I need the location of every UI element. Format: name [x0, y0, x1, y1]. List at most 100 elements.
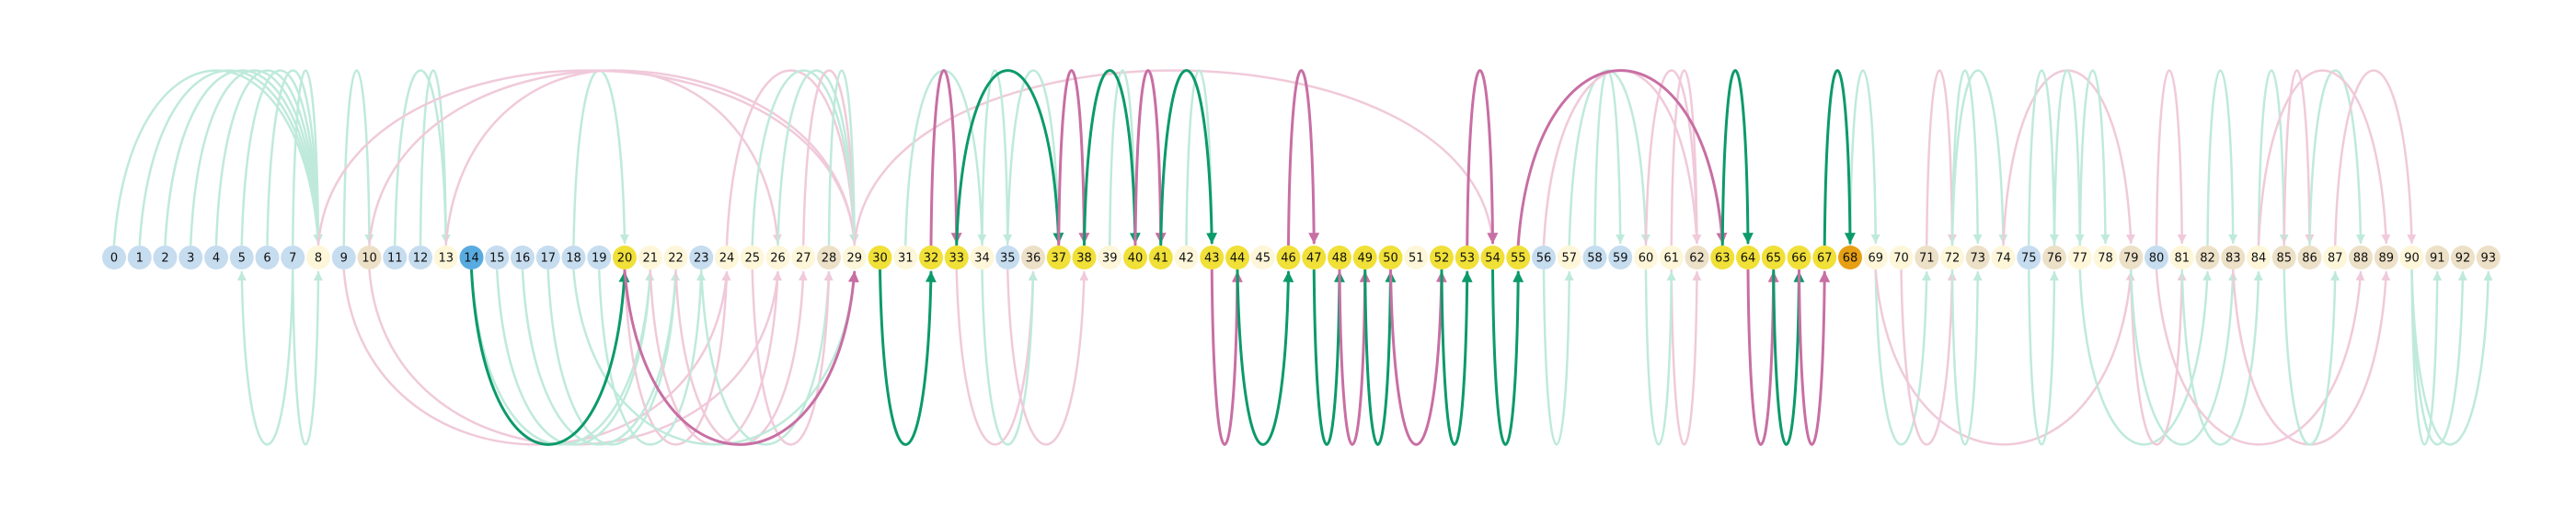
- node-circle: [2119, 246, 2144, 269]
- node-label: 43: [1204, 252, 1220, 266]
- node-circle: [1863, 246, 1888, 269]
- node-label: 19: [592, 252, 607, 266]
- node-label: 66: [1791, 252, 1807, 266]
- node-49: 49: [1352, 246, 1377, 269]
- node-label: 73: [1970, 252, 1985, 266]
- node-59: 59: [1608, 246, 1633, 269]
- node-circle: [1889, 246, 1914, 269]
- node-23: 23: [689, 246, 714, 269]
- node-label: 5: [238, 252, 246, 266]
- edge-79-to-83: [2130, 269, 2237, 446]
- node-circle: [2451, 246, 2475, 269]
- node-label: 38: [1076, 252, 1092, 266]
- node-circle: [1404, 246, 1429, 269]
- node-70: 70: [1889, 246, 1914, 269]
- node-circle: [1430, 246, 1454, 269]
- node-label: 63: [1715, 252, 1731, 266]
- node-circle: [1480, 246, 1505, 269]
- node-circle: [2349, 246, 2373, 269]
- edge-22-to-27: [674, 269, 808, 446]
- node-40: 40: [1123, 246, 1147, 269]
- edge-61-to-62: [1670, 269, 1702, 446]
- node-73: 73: [1965, 246, 1990, 269]
- node-20: 20: [613, 246, 637, 269]
- edge-7-to-8: [292, 69, 323, 246]
- node-77: 77: [2067, 246, 2092, 269]
- node-circle: [2017, 246, 2041, 269]
- edge-12-to-13: [419, 69, 451, 246]
- node-52: 52: [1430, 246, 1454, 269]
- edge-69-to-71: [1874, 269, 1932, 446]
- node-circle: [535, 246, 560, 269]
- edge-18-to-20: [572, 69, 629, 246]
- node-label: 90: [2404, 252, 2420, 266]
- node-circle: [153, 246, 178, 269]
- edge-1-to-8: [138, 69, 323, 246]
- node-label: 47: [1306, 252, 1322, 266]
- node-56: 56: [1532, 246, 1556, 269]
- node-circle: [1225, 246, 1249, 269]
- node-label: 85: [2276, 252, 2292, 266]
- node-label: 69: [1868, 252, 1883, 266]
- node-label: 27: [796, 252, 811, 266]
- node-circle: [2297, 246, 2322, 269]
- node-circle: [1021, 246, 1045, 269]
- edge-90-to-91: [2410, 269, 2443, 446]
- node-28: 28: [817, 246, 841, 269]
- node-55: 55: [1506, 246, 1531, 269]
- node-label: 45: [1255, 252, 1271, 266]
- node-43: 43: [1200, 246, 1225, 269]
- node-circle: [1378, 246, 1403, 269]
- node-label: 40: [1128, 252, 1144, 266]
- node-72: 72: [1940, 246, 1964, 269]
- edge-81-to-84: [2180, 269, 2263, 446]
- node-label: 1: [136, 252, 144, 266]
- edge-83-to-89: [2232, 269, 2391, 446]
- edge-87-to-90: [2334, 69, 2417, 246]
- node-label: 16: [515, 252, 531, 266]
- node-51: 51: [1404, 246, 1429, 269]
- node-circle: [1250, 246, 1275, 269]
- node-15: 15: [485, 246, 510, 269]
- path-edge-44-to-46: [1236, 269, 1294, 446]
- node-label: 61: [1663, 252, 1679, 266]
- node-24: 24: [715, 246, 739, 269]
- node-circle: [893, 246, 918, 269]
- node-label: 6: [263, 252, 270, 266]
- node-50: 50: [1378, 246, 1403, 269]
- node-circle: [791, 246, 816, 269]
- node-circle: [1582, 246, 1607, 269]
- edge-90-to-93: [2410, 269, 2493, 446]
- node-9: 9: [331, 246, 356, 269]
- node-label: 49: [1357, 252, 1373, 266]
- node-circle: [459, 246, 484, 269]
- node-circle: [408, 246, 432, 269]
- node-5: 5: [229, 246, 254, 269]
- node-circle: [1736, 246, 1760, 269]
- node-1: 1: [127, 246, 152, 269]
- node-circle: [1532, 246, 1556, 269]
- node-25: 25: [740, 246, 765, 269]
- node-68: 68: [1838, 246, 1862, 269]
- path-edge-14-to-20: [470, 269, 630, 446]
- node-circle: [178, 246, 203, 269]
- edge-5-to-8: [240, 69, 323, 246]
- node-4: 4: [204, 246, 228, 269]
- edge-69-to-79: [1874, 269, 2135, 446]
- node-label: 11: [387, 252, 403, 266]
- edge-72-to-74: [1950, 69, 2008, 246]
- node-circle: [383, 246, 408, 269]
- node-label: 20: [617, 252, 633, 266]
- node-circle: [868, 246, 892, 269]
- node-label: 88: [2353, 252, 2369, 266]
- node-45: 45: [1250, 246, 1275, 269]
- edge-6-to-8: [266, 69, 323, 246]
- node-92: 92: [2451, 246, 2475, 269]
- edge-84-to-89: [2257, 69, 2391, 246]
- edge-2-to-8: [164, 69, 323, 246]
- node-circle: [1276, 246, 1301, 269]
- node-label: 75: [2021, 252, 2037, 266]
- node-label: 33: [949, 252, 964, 266]
- node-circle: [433, 246, 458, 269]
